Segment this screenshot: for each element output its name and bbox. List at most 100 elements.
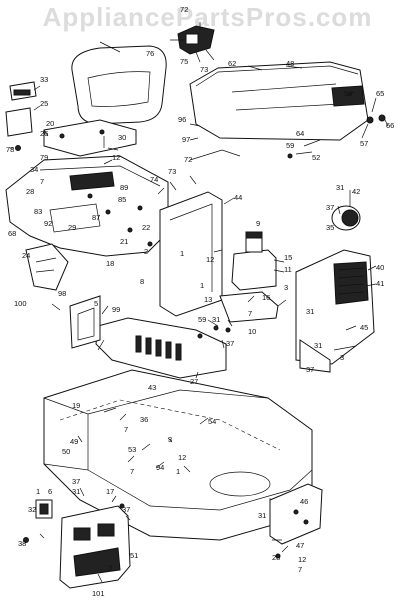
label-68: 68 [8,229,16,238]
label-34: 34 [30,165,38,174]
leader-lines [10,22,389,583]
label-98: 98 [58,289,66,298]
label-87: 87 [92,213,100,222]
label-28: 28 [26,187,34,196]
label-72-mid: 72 [184,155,192,164]
label-47: 47 [296,541,304,550]
label-41: 41 [376,279,384,288]
label-1: 1 [180,249,184,258]
label-45: 45 [360,323,368,332]
battery [5,81,37,137]
label-3-ped: 3 [108,563,112,572]
label-15: 15 [284,253,292,262]
label-58: 58 [344,89,352,98]
label-19: 19 [72,401,80,410]
label-97: 97 [182,135,190,144]
label-72: 72 [180,5,188,14]
label-79: 79 [40,153,48,162]
label-31-frame: 31 [72,487,80,496]
label-46: 46 [300,497,308,506]
label-6: 6 [48,487,52,496]
label-31-dash: 31 [212,315,220,324]
label-31-top: 31 [336,183,344,192]
label-53: 53 [128,445,136,454]
label-1-frame: 1 [176,467,180,476]
label-89: 89 [120,183,128,192]
label-100: 100 [14,299,27,308]
label-1-b: 1 [200,281,204,290]
label-74: 74 [150,175,158,184]
fender-flap [25,243,69,291]
air-screen [295,249,375,373]
label-7-tank: 7 [248,309,252,318]
label-3-frame: 3 [168,435,172,444]
label-44: 44 [234,193,242,202]
label-9: 9 [256,219,260,228]
label-12: 12 [112,153,120,162]
label-37-frame: 37 [72,477,80,486]
callout-labels: 76 72 75 73 62 48 58 65 66 57 64 59 52 9… [6,5,394,598]
label-48: 48 [286,59,294,68]
label-36: 36 [140,415,148,424]
label-7-frame: 7 [124,425,128,434]
label-50: 50 [62,447,70,456]
label-37-top: 37 [326,203,334,212]
label-4: 1 [36,487,40,496]
label-7-front: 7 [298,565,302,574]
label-73-top: 73 [200,65,208,74]
label-11: 11 [284,265,292,274]
label-27: 27 [190,377,198,386]
label-3-screen: 3 [340,353,344,362]
label-66: 66 [386,121,394,130]
label-57: 57 [360,139,368,148]
label-59-top: 59 [286,141,294,150]
label-12-frame: 12 [178,453,186,462]
pedestal [59,505,131,589]
label-76: 76 [146,49,154,58]
label-32: 32 [28,505,36,514]
label-49: 49 [70,437,78,446]
label-30: 30 [118,133,126,142]
label-96: 96 [178,115,186,124]
label-18: 18 [106,259,114,268]
label-17: 17 [106,487,114,496]
label-37-b: 37 [306,365,314,374]
label-38: 38 [18,539,26,548]
label-59-mid: 59 [198,315,206,324]
label-83: 83 [34,207,42,216]
label-21: 21 [120,237,128,246]
label-52: 52 [312,153,320,162]
switch [35,499,53,519]
label-65: 65 [376,89,384,98]
label-22: 22 [142,223,150,232]
label-64: 64 [296,129,304,138]
label-20: 20 [46,119,54,128]
label-7-frame-b: 7 [130,467,134,476]
label-92: 92 [44,219,52,228]
label-12-mid: 12 [206,255,214,264]
label-101: 101 [92,589,105,598]
label-75: 75 [180,57,188,66]
watermark-text: AppliancePartsPros.com [42,2,373,32]
label-85: 85 [118,195,126,204]
fuel-tank [231,231,277,291]
front-bracket [269,483,323,545]
label-13: 13 [204,295,212,304]
side-bracket [69,295,101,349]
label-33: 33 [40,75,48,84]
label-29: 29 [68,223,76,232]
tank-bracket [219,291,279,323]
label-25: 25 [40,99,48,108]
label-8: 8 [140,277,144,286]
label-78: 78 [6,145,14,154]
headlight [331,205,361,231]
label-42: 42 [352,187,360,196]
label-51: 51 [130,551,138,560]
label-35: 35 [326,223,334,232]
label-73-mid: 73 [168,167,176,176]
label-16: 16 [262,293,270,302]
label-54: 54 [208,417,216,426]
label-24: 24 [22,251,30,260]
seat [71,45,167,125]
